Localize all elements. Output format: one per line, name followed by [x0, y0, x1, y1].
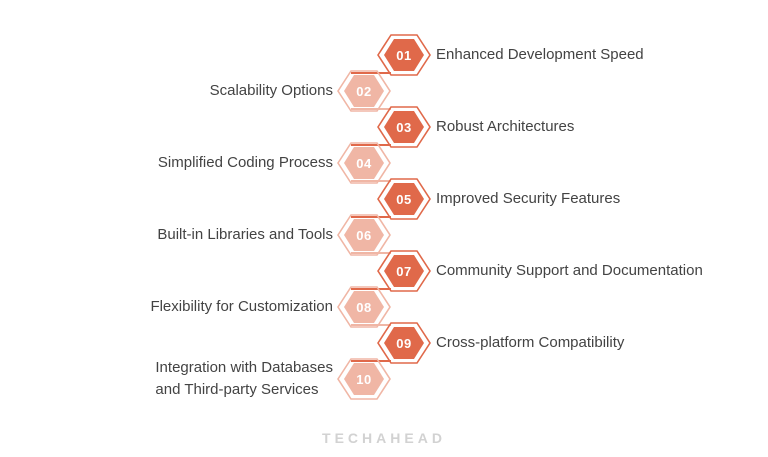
step-label: Flexibility for Customization — [150, 298, 333, 315]
hexagon-icon — [337, 358, 391, 400]
connector-line — [351, 216, 391, 218]
hexagon-07: 07 — [376, 249, 432, 293]
hexagon-01: 01 — [376, 33, 432, 77]
connector-line — [351, 72, 391, 74]
hexagon-icon — [337, 214, 391, 256]
step-label: Integration with Databases and Third-par… — [155, 359, 333, 398]
step-number: 04 — [356, 155, 372, 171]
connector-line — [351, 360, 391, 362]
hexagon-icon — [337, 286, 391, 328]
step-label: Built-in Libraries and Tools — [157, 226, 333, 243]
hexagon-10: 10 — [336, 357, 392, 401]
step-label: Scalability Options — [209, 82, 333, 99]
step-number: 03 — [396, 119, 412, 135]
step-number: 06 — [356, 227, 372, 243]
techahead-logo: TECHAHEAD — [322, 430, 446, 446]
step-number: 08 — [356, 299, 372, 315]
hexagon-icon — [377, 106, 431, 148]
hexagon-06: 06 — [336, 213, 392, 257]
hexagon-09: 09 — [376, 321, 432, 365]
step-number: 02 — [356, 83, 372, 99]
step-number: 09 — [396, 335, 412, 351]
connector-line — [351, 252, 391, 254]
hexagon-icon — [377, 178, 431, 220]
hexagon-icon — [377, 322, 431, 364]
hexagon-icon — [337, 70, 391, 112]
step-number: 07 — [396, 263, 412, 279]
hexagon-08: 08 — [336, 285, 392, 329]
step-label: Community Support and Documentation — [436, 262, 703, 279]
hexagon-icon — [377, 34, 431, 76]
connector-line — [351, 288, 391, 290]
step-number: 10 — [356, 371, 372, 387]
hexagon-icon — [377, 250, 431, 292]
connector-line — [351, 108, 391, 110]
hexagon-icon — [337, 142, 391, 184]
step-label: Robust Architectures — [436, 118, 575, 135]
connector-line — [351, 324, 391, 326]
connector-line — [351, 144, 391, 146]
step-label: Cross-platform Compatibility — [436, 334, 625, 351]
step-label: Simplified Coding Process — [157, 154, 333, 171]
step-label: Improved Security Features — [436, 190, 621, 207]
connector-line — [351, 180, 391, 182]
step-number: 05 — [396, 191, 412, 207]
step-label: Enhanced Development Speed — [436, 46, 644, 63]
step-number: 01 — [396, 47, 412, 63]
hexagon-03: 03 — [376, 105, 432, 149]
hexagon-04: 04 — [336, 141, 392, 185]
hexagon-05: 05 — [376, 177, 432, 221]
hexagon-02: 02 — [336, 69, 392, 113]
